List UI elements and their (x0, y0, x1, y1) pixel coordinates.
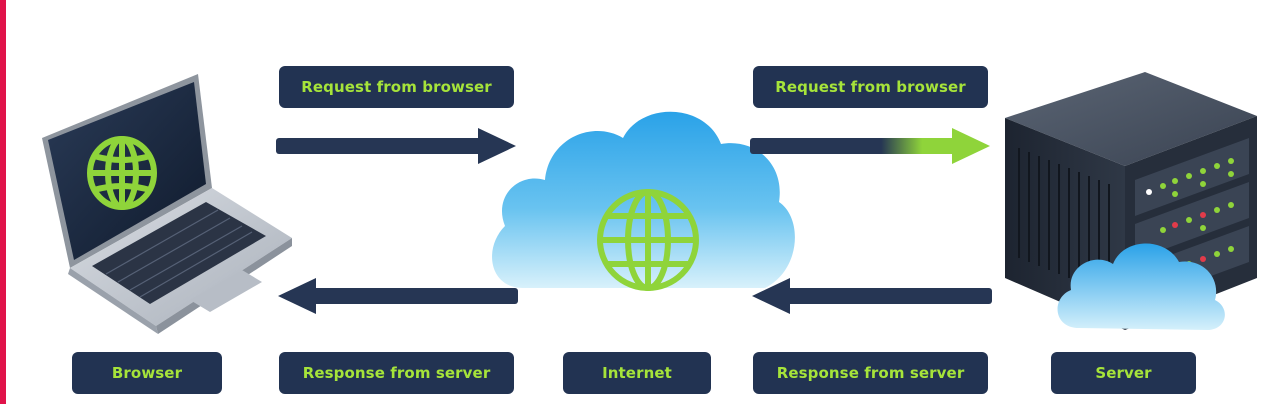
request-arrow-left (276, 128, 516, 164)
cloud-icon (492, 111, 795, 291)
label-response-right-text: Response from server (776, 364, 965, 382)
label-request-left-text: Request from browser (301, 78, 492, 96)
label-response-left-text: Response from server (302, 364, 491, 382)
label-request-left: Request from browser (279, 66, 514, 108)
request-arrow-right (750, 128, 990, 164)
label-response-right: Response from server (753, 352, 988, 394)
accent-bar (0, 0, 6, 404)
label-response-left: Response from server (279, 352, 514, 394)
response-arrow-right (752, 278, 992, 314)
cloud-globe-icon (597, 189, 699, 291)
server-icon (1005, 72, 1257, 330)
label-internet: Internet (563, 352, 711, 394)
label-request-right: Request from browser (753, 66, 988, 108)
label-browser-text: Browser (111, 364, 183, 382)
laptop-icon (42, 74, 292, 334)
label-browser: Browser (72, 352, 222, 394)
screen-globe-icon (87, 136, 157, 210)
label-server-text: Server (1095, 364, 1152, 382)
label-request-right-text: Request from browser (775, 78, 966, 96)
label-server: Server (1051, 352, 1196, 394)
label-internet-text: Internet (602, 364, 672, 382)
response-arrow-left (278, 278, 518, 314)
